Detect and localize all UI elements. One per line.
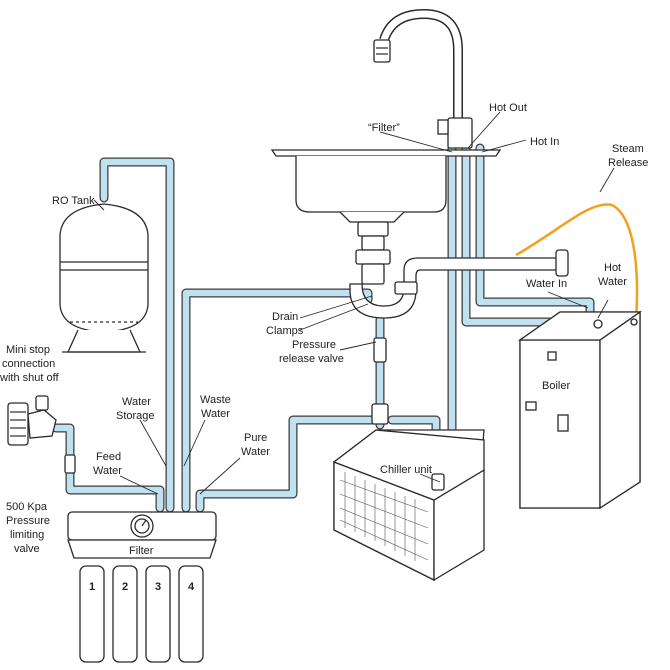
label-hot-out: Hot Out: [489, 102, 527, 114]
label-pure-water-2: Water: [241, 446, 270, 458]
label-pure-water-1: Pure: [244, 432, 267, 444]
cartridge-4-label: 4: [188, 581, 195, 593]
label-boiler: Boiler: [542, 380, 570, 392]
label-pressure-limiting-1: 500 Kpa: [6, 501, 48, 513]
label-water-storage-1: Water: [122, 396, 151, 408]
label-steam-release-2: Release: [608, 157, 648, 169]
label-mini-stop-3: with shut off: [0, 372, 59, 384]
steam-release-line: [515, 203, 639, 321]
label-hot-water-1: Hot: [604, 262, 621, 274]
label-filter: Filter: [129, 545, 154, 557]
sink-and-tap: [270, 8, 569, 319]
label-drain-clamps-2: Clamps: [266, 325, 304, 337]
label-feed-water-1: Feed: [96, 451, 121, 463]
chiller-unit: [332, 429, 485, 582]
boiler: [517, 310, 643, 510]
label-feed-water-2: Water: [93, 465, 122, 477]
label-waste-water-2: Water: [201, 408, 230, 420]
label-water-storage-2: Storage: [116, 410, 155, 422]
pipes: [51, 143, 600, 513]
ro-tank: [59, 203, 149, 353]
leader-lines: [93, 111, 615, 495]
label-hot-in: Hot In: [530, 136, 559, 148]
label-ro-tank: RO Tank: [52, 195, 95, 207]
mini-stop-valve: [7, 395, 57, 446]
label-water-in: Water In: [526, 278, 567, 290]
label-mini-stop-1: Mini stop: [6, 344, 50, 356]
label-pressure-limiting-3: limiting: [10, 529, 44, 541]
filter-unit: [67, 511, 217, 663]
label-waste-water-1: Waste: [200, 394, 231, 406]
label-pressure-release-2: release valve: [279, 353, 344, 365]
label-pressure-limiting-4: valve: [14, 543, 40, 555]
tee-fitting: [371, 403, 389, 425]
label-hot-water-2: Water: [598, 276, 627, 288]
pressure-limiting-valve: [64, 454, 76, 474]
pressure-release-valve: [373, 337, 387, 363]
label-pressure-release-1: Pressure: [292, 339, 336, 351]
cartridge-3-label: 3: [155, 581, 161, 593]
label-steam-release-1: Steam: [612, 143, 644, 155]
label-pressure-limiting-2: Pressure: [6, 515, 50, 527]
label-chiller-unit: Chiller unit: [380, 464, 432, 476]
label-mini-stop-2: connection: [2, 358, 55, 370]
label-drain-clamps-1: Drain: [272, 311, 298, 323]
cartridge-1-label: 1: [89, 581, 95, 593]
label-filter-tap: “Filter”: [368, 122, 400, 134]
cartridge-2-label: 2: [122, 581, 128, 593]
